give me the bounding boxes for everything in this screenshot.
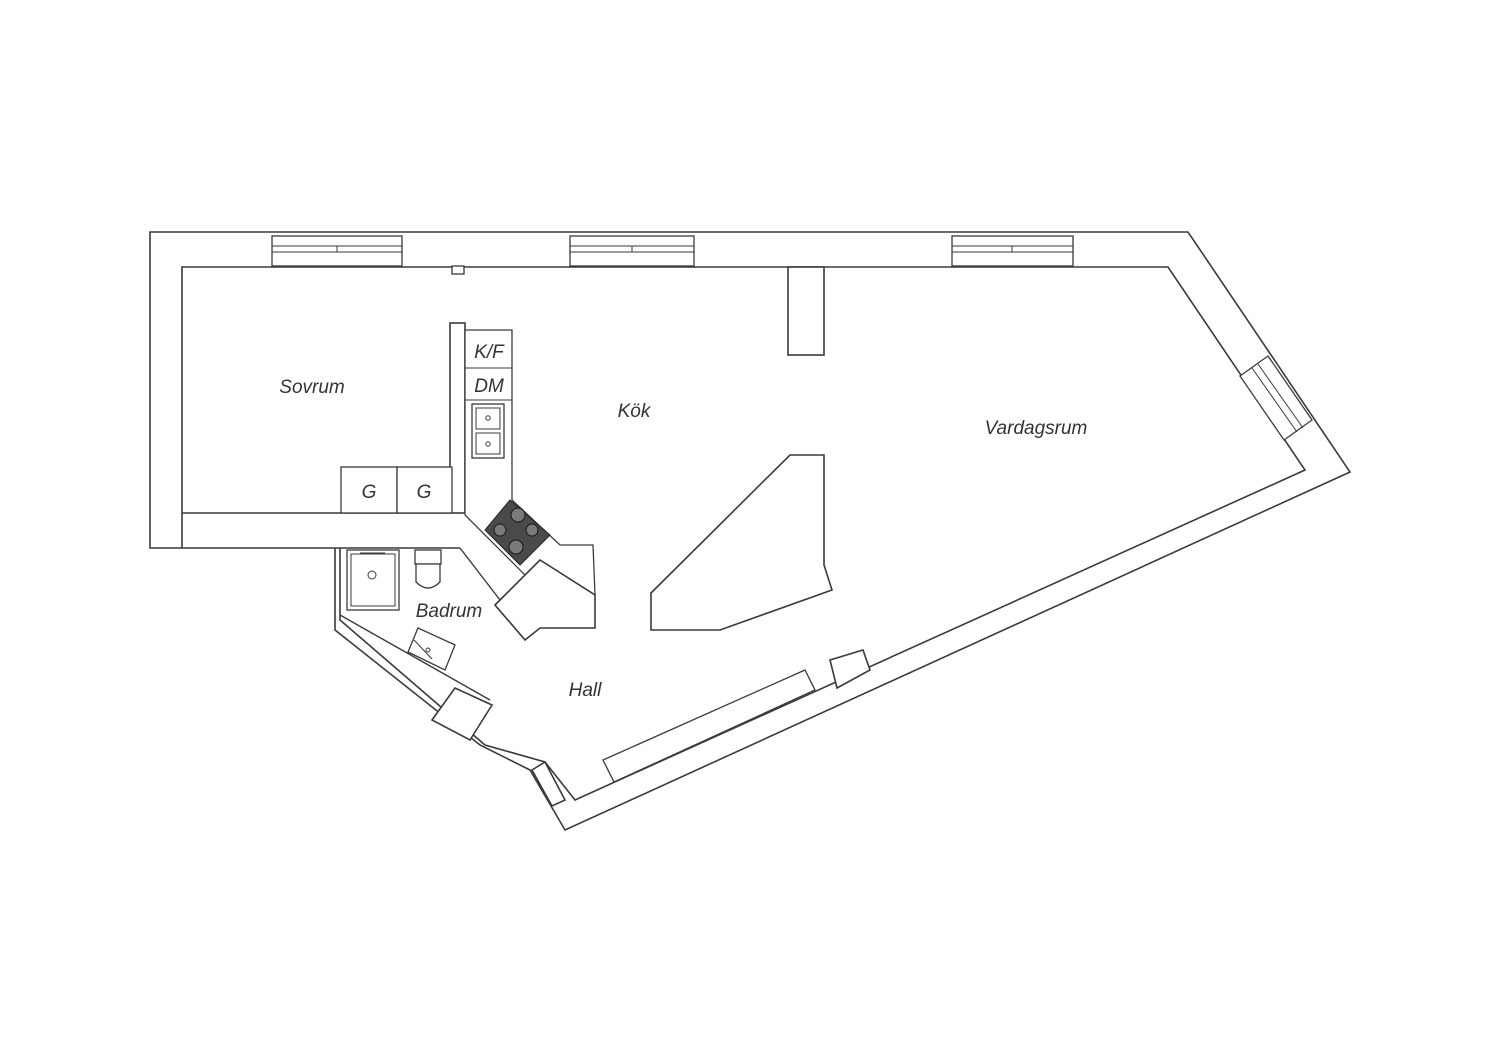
dishwasher-label: DM bbox=[474, 376, 504, 397]
fridge-freezer-label: K/F bbox=[474, 342, 505, 363]
sink-icon bbox=[471, 403, 505, 459]
window-top-middle bbox=[569, 235, 695, 267]
hall-wardrobe bbox=[602, 669, 816, 783]
window-top-left bbox=[271, 235, 403, 267]
room-label-vardagsrum: Vardagsrum bbox=[985, 418, 1088, 439]
window-right bbox=[1239, 355, 1313, 441]
room-label-hall: Hall bbox=[569, 680, 603, 701]
hall-entry-wall bbox=[430, 686, 494, 742]
stove-icon bbox=[484, 499, 551, 566]
room-label-sovrum: Sovrum bbox=[279, 377, 344, 398]
kitchen-partition bbox=[493, 558, 596, 642]
door-jamb bbox=[829, 649, 871, 690]
partition-wall bbox=[650, 454, 833, 631]
window-top-right bbox=[951, 235, 1074, 267]
toilet-icon bbox=[414, 549, 442, 589]
bathroom-wall-diagonal bbox=[339, 614, 491, 701]
wall-column-top bbox=[787, 266, 825, 356]
bathroom-wall-right bbox=[459, 547, 501, 601]
entrance-jamb bbox=[530, 760, 567, 808]
outer-walls bbox=[149, 231, 1352, 832]
wardrobe-label-2: G bbox=[417, 482, 432, 503]
wall-notch bbox=[451, 265, 465, 275]
room-label-kok: Kök bbox=[618, 401, 652, 422]
room-label-badrum: Badrum bbox=[416, 601, 483, 622]
shower-icon bbox=[346, 549, 400, 611]
wardrobe-unit bbox=[340, 466, 453, 514]
washbasin-icon bbox=[407, 627, 456, 671]
wardrobe-label-1: G bbox=[362, 482, 377, 503]
